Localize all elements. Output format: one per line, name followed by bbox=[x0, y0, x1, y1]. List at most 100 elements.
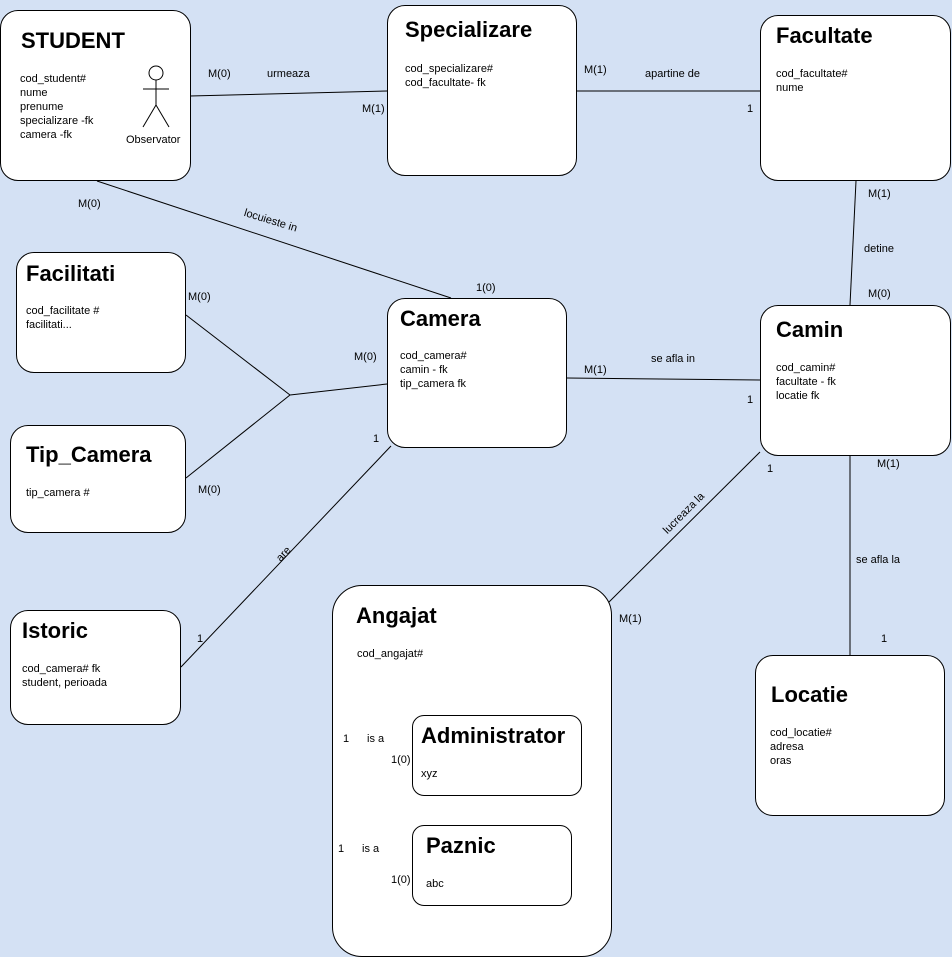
cardinality-label: M(0) bbox=[208, 68, 231, 80]
attribute: cod_camin# bbox=[776, 362, 836, 374]
entity-camin[interactable]: Camin cod_camin# facultate - fk locatie … bbox=[760, 305, 951, 456]
entity-istoric[interactable]: Istoric cod_camera# fk student, perioada bbox=[10, 610, 181, 725]
attribute: tip_camera # bbox=[26, 487, 90, 499]
entity-title: Facilitati bbox=[26, 261, 116, 286]
entity-title: Paznic bbox=[426, 833, 496, 858]
attribute: nume bbox=[20, 87, 48, 99]
relation-name: is a bbox=[362, 843, 380, 855]
entity-attributes: cod_facultate# nume bbox=[776, 67, 848, 95]
entity-specializare[interactable]: Specializare cod_specializare# cod_facul… bbox=[387, 5, 577, 176]
line-are bbox=[180, 445, 392, 668]
entity-attributes: cod_locatie# adresa oras bbox=[770, 726, 832, 768]
cardinality-label: M(1) bbox=[877, 458, 900, 470]
attribute: cod_specializare# bbox=[405, 63, 494, 75]
cardinality-label: 1 bbox=[373, 433, 380, 445]
cardinality-label: M(0) bbox=[198, 484, 221, 496]
attribute: adresa bbox=[770, 741, 804, 753]
line-detine bbox=[849, 180, 857, 306]
line-facilitati-junction bbox=[185, 314, 291, 396]
line-junction-camera bbox=[289, 383, 388, 396]
attribute: cod_facultate- fk bbox=[405, 77, 486, 89]
cardinality-label: 1 bbox=[338, 843, 345, 855]
attribute: facilitati... bbox=[26, 319, 72, 331]
cardinality-label: M(0) bbox=[78, 198, 101, 210]
line-urmeaza bbox=[189, 90, 388, 97]
entity-attributes: abc bbox=[426, 877, 444, 891]
actor-icon bbox=[142, 65, 170, 128]
entity-title: Specializare bbox=[405, 17, 533, 42]
cardinality-label: M(0) bbox=[188, 291, 211, 303]
relation-name: detine bbox=[864, 243, 894, 255]
relation-name: urmeaza bbox=[267, 68, 310, 80]
entity-administrator[interactable]: Administrator xyz bbox=[412, 715, 582, 796]
entity-tip-camera[interactable]: Tip_Camera tip_camera # bbox=[10, 425, 186, 533]
attribute: specializare -fk bbox=[20, 115, 94, 127]
entity-title: Istoric bbox=[22, 618, 89, 643]
attribute: cod_camera# fk bbox=[22, 663, 101, 675]
entity-facilitati[interactable]: Facilitati cod_facilitate # facilitati..… bbox=[16, 252, 186, 373]
relation-name: is a bbox=[367, 733, 385, 745]
entity-attributes: cod_facilitate # facilitati... bbox=[26, 304, 99, 332]
cardinality-label: M(1) bbox=[584, 364, 607, 376]
attribute: camera -fk bbox=[20, 129, 72, 141]
attribute: cod_locatie# bbox=[770, 727, 832, 739]
entity-student[interactable]: STUDENT cod_student# nume prenume specia… bbox=[0, 10, 191, 181]
cardinality-label: 1(0) bbox=[476, 282, 496, 294]
cardinality-label: M(1) bbox=[584, 64, 607, 76]
entity-title: STUDENT bbox=[21, 28, 125, 53]
attribute: cod_facilitate # bbox=[26, 305, 100, 317]
entity-title: Administrator bbox=[421, 723, 566, 748]
relation-name: apartine de bbox=[645, 68, 701, 80]
entity-attributes: cod_camera# fk student, perioada bbox=[22, 662, 107, 690]
line-locuieste-in bbox=[96, 180, 452, 299]
attribute: abc bbox=[426, 878, 444, 890]
line-lucreaza-la bbox=[605, 451, 761, 606]
relation-name: se afla la bbox=[856, 554, 901, 566]
entity-attributes: cod_angajat# bbox=[357, 647, 423, 661]
cardinality-label: 1 bbox=[747, 394, 754, 406]
entity-title: Camin bbox=[776, 317, 844, 342]
line-se-afla-in bbox=[566, 377, 761, 381]
attribute: cod_camera# bbox=[400, 350, 467, 362]
cardinality-label: 1 bbox=[343, 733, 350, 745]
attribute: facultate - fk bbox=[776, 376, 836, 388]
attribute: nume bbox=[776, 82, 804, 94]
entity-title: Facultate bbox=[776, 23, 873, 48]
cardinality-label: M(1) bbox=[868, 188, 891, 200]
line-tipcamera-junction bbox=[185, 394, 291, 479]
entity-title: Locatie bbox=[771, 682, 849, 707]
attribute: tip_camera fk bbox=[400, 378, 467, 390]
relation-name: se afla in bbox=[651, 353, 696, 365]
attribute: prenume bbox=[20, 101, 64, 113]
attribute: locatie fk bbox=[776, 390, 820, 402]
attribute: student, perioada bbox=[22, 677, 108, 689]
cardinality-label: 1 bbox=[881, 633, 888, 645]
cardinality-label: 1 bbox=[197, 633, 204, 645]
entity-facultate[interactable]: Facultate cod_facultate# nume bbox=[760, 15, 951, 181]
entity-locatie[interactable]: Locatie cod_locatie# adresa oras bbox=[755, 655, 945, 816]
entity-attributes: cod_camera# camin - fk tip_camera fk bbox=[400, 349, 467, 391]
cardinality-label: M(1) bbox=[362, 103, 385, 115]
attribute: cod_angajat# bbox=[357, 648, 424, 660]
entity-paznic[interactable]: Paznic abc bbox=[412, 825, 572, 906]
cardinality-label: M(1) bbox=[619, 613, 642, 625]
attribute: cod_facultate# bbox=[776, 68, 848, 80]
cardinality-label: M(0) bbox=[868, 288, 891, 300]
cardinality-label: 1 bbox=[747, 103, 754, 115]
cardinality-label: 1(0) bbox=[391, 874, 411, 886]
entity-attributes: cod_student# nume prenume specializare -… bbox=[20, 72, 93, 142]
entity-attributes: tip_camera # bbox=[26, 486, 90, 500]
entity-title: Angajat bbox=[356, 603, 437, 628]
attribute: xyz bbox=[421, 768, 438, 780]
attribute: camin - fk bbox=[400, 364, 448, 376]
entity-attributes: cod_camin# facultate - fk locatie fk bbox=[776, 361, 836, 403]
entity-attributes: xyz bbox=[421, 767, 438, 781]
attribute: oras bbox=[770, 755, 792, 767]
entity-title: Camera bbox=[400, 306, 481, 331]
cardinality-label: 1(0) bbox=[391, 754, 411, 766]
entity-title: Tip_Camera bbox=[26, 442, 152, 467]
actor-label: Observator bbox=[126, 134, 181, 146]
entity-attributes: cod_specializare# cod_facultate- fk bbox=[405, 62, 493, 90]
entity-camera[interactable]: Camera cod_camera# camin - fk tip_camera… bbox=[387, 298, 567, 448]
attribute: cod_student# bbox=[20, 73, 87, 85]
